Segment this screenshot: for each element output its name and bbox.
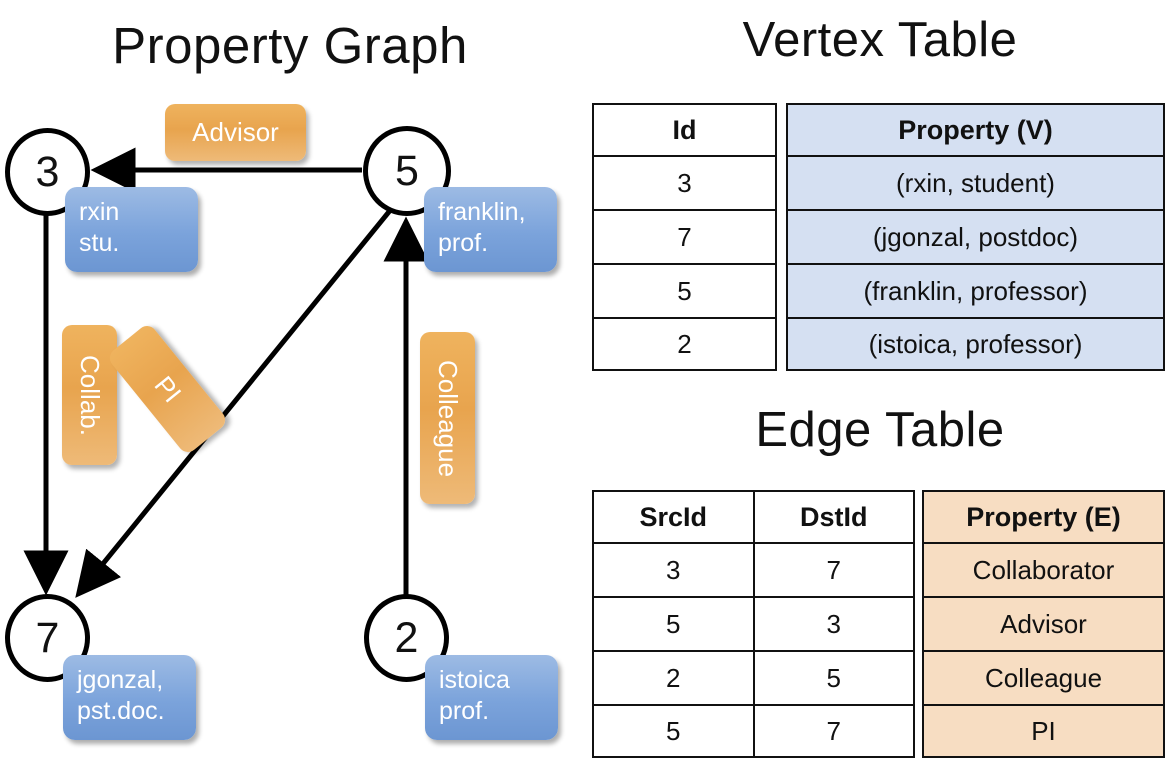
edge-table-cell-dst: 3 [826,608,841,639]
table-row: 5 3 [594,598,913,652]
vertex-property-box-5-line2: prof. [438,229,489,258]
vertex-table-property-column: Property (V) (rxin, student) (jgonzal, p… [786,103,1165,371]
table-row: Colleague [924,652,1163,706]
vertex-property-box-3-line2: stu. [79,229,120,258]
graph-node-7-label: 7 [35,613,60,662]
table-row: 2 [594,319,775,369]
vertex-table-id-column: Id 3 7 5 2 [592,103,777,371]
table-row: 5 [594,265,775,319]
edge-label-colleague-text: Colleague [433,359,463,477]
graph-node-2-label: 2 [394,613,419,662]
table-row: Advisor [924,598,1163,652]
edge-table-cell-property: Colleague [984,662,1103,693]
edge-table-cell-property: Collaborator [972,554,1115,585]
edge-table-cell-src: 3 [594,544,755,596]
table-row: (franklin, professor) [788,265,1163,319]
edge-label-advisor: Advisor [165,104,306,161]
page-title-edge-table: Edge Table [755,403,1005,457]
vertex-table-header-property: Property (V) [788,105,1163,157]
edge-label-colleague: Colleague [420,332,475,504]
graph-node-3-label: 3 [35,147,60,196]
table-row: 5 7 [594,706,913,756]
edge-table-cell-dst: 7 [826,554,841,585]
vertex-property-box-7-line1: jgonzal, [77,666,164,694]
property-graph-diagram: Advisor Collab. PI Colleague 3 rxin stu.… [5,104,558,740]
edge-5-to-7 [75,206,394,598]
vertex-table-cell-id: 3 [677,167,692,198]
edge-table-cell-src: 2 [594,652,755,704]
edge-table-cell-dst: 5 [826,662,841,693]
vertex-property-box-7-line2: pst.doc. [77,697,165,726]
page-title-vertex-table: Vertex Table [742,13,1018,67]
edge-table-cell-property: PI [1031,715,1056,746]
table-row: Collaborator [924,544,1163,598]
vertex-table-header-property-text: Property (V) [898,114,1053,145]
vertex-table-cell-id: 2 [677,328,692,359]
edge-table-cell-src: 5 [594,598,755,650]
graph-node-5-label: 5 [395,146,419,195]
vertex-table-header-id-text: Id [672,114,697,145]
table-row: 3 7 [594,544,913,598]
table-row: (jgonzal, postdoc) [788,211,1163,265]
edge-table-src-dst-columns: SrcId DstId 3 7 5 3 2 5 5 7 [592,490,915,758]
edge-table-header-dstid: DstId [800,501,868,532]
table-row: 3 [594,157,775,211]
edge-label-advisor-text: Advisor [192,117,279,147]
edge-table-header-property: Property (E) [924,492,1163,544]
edge-label-collab: Collab. [62,325,117,465]
vertex-table-cell-property: (franklin, professor) [863,275,1088,306]
edge-table-header-row: SrcId DstId [594,492,913,544]
page-title-property-graph: Property Graph [112,17,468,74]
graph-node-2[interactable]: 2 [364,594,449,682]
vertex-property-box-5-line1: franklin, [438,198,526,226]
vertex-property-box-3: rxin stu. [65,187,198,272]
table-row: 7 [594,211,775,265]
edge-label-collab-text: Collab. [75,354,105,436]
edge-table-property-column: Property (E) Collaborator Advisor Collea… [922,490,1165,758]
table-row: 2 5 [594,652,913,706]
vertex-table-cell-id: 5 [677,275,692,306]
vertex-property-box-7: jgonzal, pst.doc. [63,655,196,740]
vertex-table-cell-property: (istoica, professor) [868,328,1083,359]
vertex-table-cell-id: 7 [677,221,692,252]
graph-node-5[interactable]: 5 [363,126,451,216]
vertex-table-header-id: Id [594,105,775,157]
table-row: (istoica, professor) [788,319,1163,369]
vertex-table-cell-property: (rxin, student) [896,167,1055,198]
vertex-property-box-2: istoica prof. [425,655,558,740]
graph-edges-layer [23,147,429,598]
edge-table-header-property-text: Property (E) [966,501,1121,532]
edge-label-pi-text: PI [148,369,188,408]
edge-table-header-srcid: SrcId [594,492,755,542]
edge-table-cell-dst: 7 [826,715,841,746]
table-row: (rxin, student) [788,157,1163,211]
vertex-property-box-3-line1: rxin [79,198,120,226]
vertex-property-box-2-line1: istoica [439,666,510,694]
vertex-table-cell-property: (jgonzal, postdoc) [872,221,1079,252]
table-row: PI [924,706,1163,756]
edge-table-cell-property: Advisor [1000,608,1087,639]
vertex-property-box-2-line2: prof. [439,697,490,726]
vertex-property-box-5: franklin, prof. [424,187,557,272]
edge-table-cell-src: 5 [594,706,755,756]
